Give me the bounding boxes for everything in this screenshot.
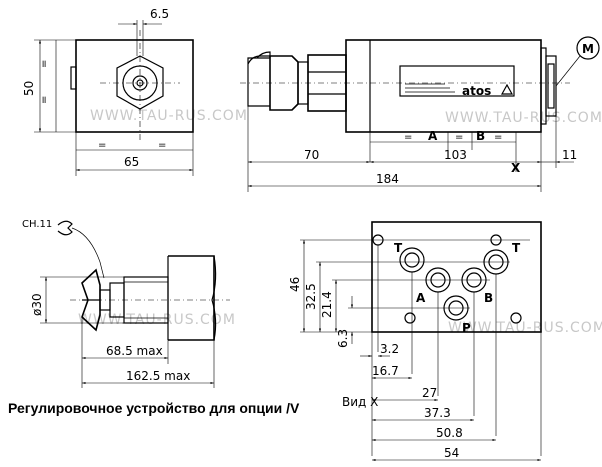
callout-m-circle: [576, 36, 600, 60]
brand-triangle: [500, 83, 514, 95]
dim-325-label: 32.5: [304, 283, 318, 310]
port-t-right-label: T: [512, 241, 521, 255]
dim-373-label: 37.3: [424, 406, 451, 420]
dim-46-label: 46: [288, 277, 302, 292]
dim-11-label: 11: [562, 148, 577, 162]
dim-70-label: 70: [304, 148, 319, 162]
callout-m-leader: [555, 55, 581, 87]
dim-685-label: 68.5 max: [106, 344, 163, 358]
port-view: T T A B P 46 32.5 21.4 6.3 3.2 16.7: [288, 221, 542, 462]
hex-center-hole: [132, 75, 148, 91]
side-eq-1: =: [404, 132, 412, 143]
side-knob-cap: [256, 51, 271, 59]
side-knob-round: [247, 55, 270, 65]
watermark-3: WWW.TAU-RUS.COM: [78, 312, 236, 328]
label-x: X: [511, 161, 521, 175]
brand-logo: atos: [462, 84, 491, 98]
dia-label: ø30: [30, 293, 44, 316]
port-t-left-label: T: [394, 241, 403, 255]
front-eq-1: =: [39, 60, 50, 68]
side-connector-inner: [547, 63, 555, 109]
detail-body-break: [211, 255, 217, 341]
port-a-label: A: [416, 291, 426, 305]
detail-body: [168, 255, 215, 341]
front-eq-4: =: [158, 140, 166, 151]
mount-hole-bl: [404, 312, 416, 324]
dim-27-label: 27: [422, 386, 437, 400]
wrench-icon: [57, 220, 73, 236]
dim-50-label: 50: [22, 81, 36, 96]
front-tab: [70, 66, 77, 90]
side-eq-3: =: [494, 132, 502, 143]
dim-6-5-label: 6.5: [150, 7, 169, 21]
dim-508-label: 50.8: [436, 426, 463, 440]
wrench-leader: [71, 227, 105, 279]
dim-1625-label: 162.5 max: [126, 369, 190, 383]
label-a: A: [428, 129, 438, 143]
callout-m-label: M: [582, 42, 594, 56]
dim-184-label: 184: [376, 172, 399, 186]
front-eq-2: =: [39, 96, 50, 104]
dim-167-label: 16.7: [372, 364, 399, 378]
watermark-1: WWW.TAU-RUS.COM: [90, 108, 248, 124]
port-t-left: [404, 252, 420, 268]
dim-103-label: 103: [444, 148, 467, 162]
watermark-2: WWW.TAU-RUS.COM: [445, 110, 602, 126]
port-b-label: B: [484, 291, 493, 305]
mount-hole-br: [510, 312, 522, 324]
star-knob: [81, 268, 101, 332]
dim-214-label: 21.4: [320, 291, 334, 318]
dim-65-label: 65: [124, 155, 139, 169]
front-eq-3: =: [98, 140, 106, 151]
dim-32-label: 3.2: [380, 342, 399, 356]
side-label-plate: [399, 65, 515, 97]
label-b: B: [476, 129, 485, 143]
watermark-4: WWW.TAU-RUS.COM: [448, 320, 602, 336]
side-knob-body: [247, 57, 270, 107]
adjust-detail: CH.11 ø30 68.5 max 162.5 max: [22, 219, 230, 388]
front-view: = = = = 6.5 50 65: [22, 7, 194, 176]
dim-63-label: 6.3: [336, 329, 350, 348]
side-eq-2: =: [455, 132, 463, 143]
port-p-label: P: [462, 321, 471, 335]
caption: Регулировочное устройство для опции /V: [8, 400, 300, 416]
dim-54-label: 54: [444, 446, 459, 460]
wrench-label: CH.11: [22, 219, 52, 230]
side-view: atos M = A = B = X 70 103: [240, 36, 600, 192]
view-x-label: Вид X: [342, 395, 378, 409]
port-plate: [371, 221, 542, 333]
port-t-left-outer: [399, 247, 425, 273]
